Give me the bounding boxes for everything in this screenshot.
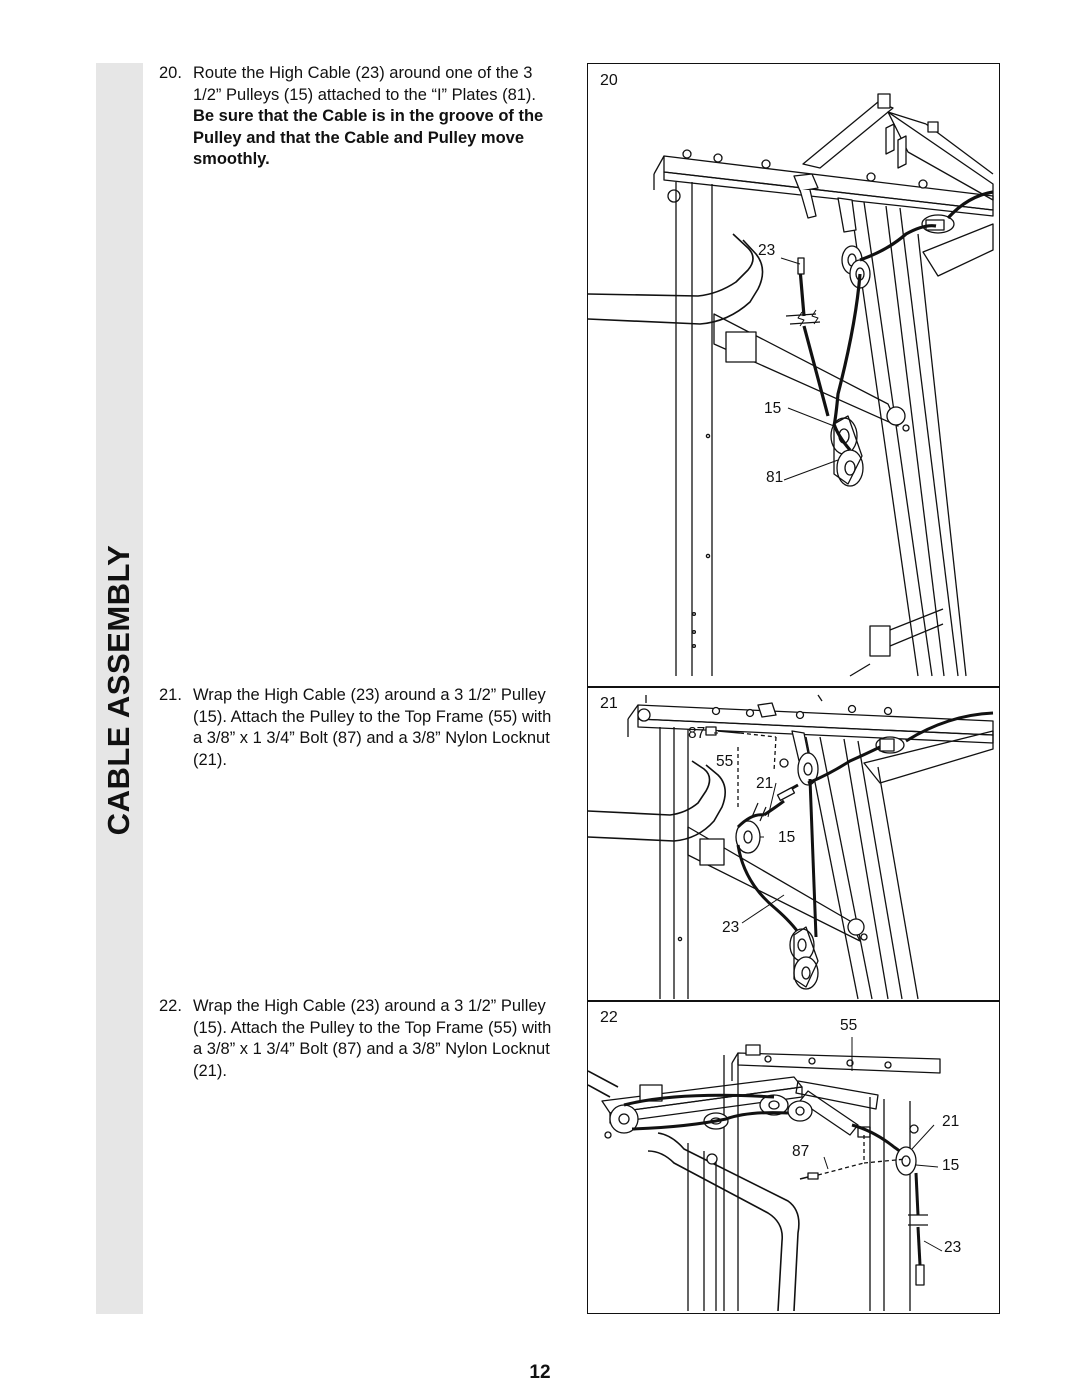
callout-label: 55 xyxy=(716,753,734,770)
step-instruction: Wrap the High Cable (23) around a 3 1/2”… xyxy=(193,686,552,769)
step-number: 22. xyxy=(159,997,182,1015)
step-number: 21. xyxy=(159,686,182,704)
callout-label: 81 xyxy=(766,469,784,486)
callout-label: 21 xyxy=(756,775,774,792)
step-text: Route the High Cable (23) around one of … xyxy=(193,64,536,104)
section-sidebar xyxy=(96,63,143,1314)
page-number: 12 xyxy=(529,1362,551,1383)
figure-22: 22 55 21 87 15 23 xyxy=(587,1000,1000,1314)
section-title: CABLE ASSEMBLY xyxy=(101,544,136,836)
step-instruction: Wrap the High Cable (23) around a 3 1/2”… xyxy=(193,997,552,1080)
figure-number: 20 xyxy=(600,72,618,89)
callout-label: 23 xyxy=(944,1239,962,1256)
step-22: 22. Wrap the High Cable (23) around a 3 … xyxy=(159,996,559,1082)
figure-number: 22 xyxy=(600,1009,618,1026)
callout-label: 87 xyxy=(792,1143,810,1160)
step-20: 20. Route the High Cable (23) around one… xyxy=(159,63,559,171)
figure-20: 20 23 15 81 xyxy=(587,63,1000,688)
step-21: 21. Wrap the High Cable (23) around a 3 … xyxy=(159,685,559,771)
figure-22-illustration xyxy=(588,1037,943,1312)
figure-20-illustration xyxy=(588,93,994,677)
figure-21: 21 87 55 21 15 23 xyxy=(587,686,1000,1002)
figure-number: 21 xyxy=(600,695,618,712)
callout-label: 55 xyxy=(840,1017,858,1034)
callout-label: 87 xyxy=(688,725,706,742)
figure-21-illustration xyxy=(588,694,994,1000)
callout-label: 21 xyxy=(942,1113,960,1130)
callout-label: 23 xyxy=(722,919,740,936)
callout-label: 15 xyxy=(778,829,796,846)
callout-label: 23 xyxy=(758,242,776,259)
step-instruction: Route the High Cable (23) around one of … xyxy=(193,63,559,171)
step-number: 20. xyxy=(159,64,182,82)
callout-label: 15 xyxy=(942,1157,960,1174)
callout-label: 15 xyxy=(764,400,782,417)
step-warning: Be sure that the Cable is in the groove … xyxy=(193,107,544,168)
